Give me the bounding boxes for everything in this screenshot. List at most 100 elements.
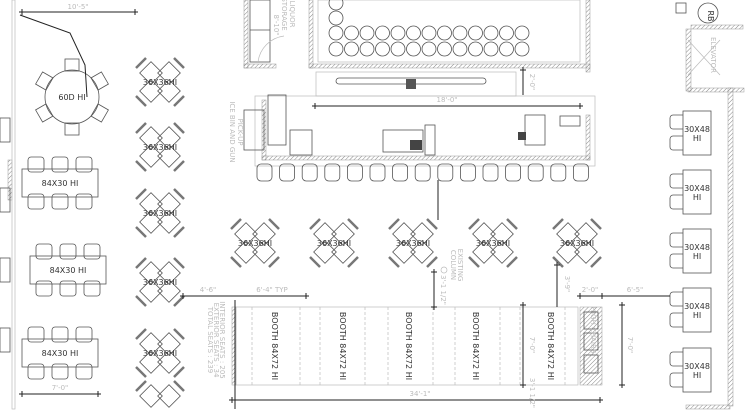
square-table: 36X36HI	[135, 328, 185, 378]
keg-circle	[514, 25, 530, 41]
table-top	[682, 169, 712, 215]
keg-circle	[437, 41, 452, 57]
bar-counter	[243, 71, 596, 167]
round-table: 60D HI	[35, 58, 109, 136]
chair	[139, 384, 163, 408]
booth-label: BOOTH 84X72 HI	[546, 312, 555, 380]
keg-circle	[328, 25, 344, 41]
bar-stool	[346, 163, 363, 182]
chair-back	[173, 366, 185, 378]
chair-back	[173, 188, 185, 200]
booth-label: BOOTH 84X72 HI	[404, 312, 413, 380]
chair-back	[468, 218, 480, 230]
bar-stool	[459, 163, 476, 182]
keg-circle	[483, 41, 499, 57]
existing-column-icon	[440, 266, 448, 274]
chair	[157, 261, 181, 285]
chair	[157, 350, 181, 374]
chair	[157, 126, 181, 150]
square-table-label: 36X36HI	[143, 349, 177, 358]
seat-count-label: INTERIOR SEATS : 205	[218, 301, 226, 379]
table-top	[29, 255, 107, 285]
high-top-label: 30X48	[684, 184, 710, 193]
cabinet	[583, 354, 599, 374]
chair-back	[173, 380, 185, 392]
chair	[51, 326, 69, 343]
chair	[35, 243, 53, 260]
chair-back	[135, 122, 147, 134]
chair	[574, 222, 598, 246]
chair	[75, 156, 93, 173]
square-table: 36X36HI	[135, 188, 185, 238]
chair	[669, 351, 683, 367]
keg-circle	[499, 41, 514, 57]
chair-back	[173, 328, 185, 340]
keg-circle	[375, 41, 390, 57]
chair-back	[173, 226, 185, 238]
long-table: 84X30 HI	[21, 326, 99, 380]
high-chairs-label: HIGH CHAIRS	[589, 307, 597, 354]
chair	[157, 332, 181, 356]
dimension-text: 8'-10"	[272, 14, 280, 35]
round-table-label: 60D HI	[58, 93, 85, 102]
existing-column-label: EXISTING	[456, 249, 464, 282]
chair	[27, 156, 45, 173]
pickup-label: PICK-UP	[236, 119, 244, 146]
chair-back	[173, 257, 185, 269]
keg-circle	[328, 0, 344, 11]
high-top-label: HI	[693, 311, 701, 320]
chair	[574, 240, 598, 264]
square-table	[135, 380, 185, 408]
seat-count-label: TOTAL SEATS : 239	[206, 306, 214, 373]
bar-stool	[392, 163, 409, 182]
square-table-label: 36X36HI	[143, 278, 177, 287]
chair-back	[506, 256, 518, 268]
keg-circle	[359, 25, 375, 41]
chair	[51, 363, 69, 380]
chair-back	[309, 256, 321, 268]
chair-back	[173, 95, 185, 107]
chair	[75, 363, 93, 380]
partial-table	[0, 257, 11, 283]
chair	[64, 58, 80, 72]
chair-back	[268, 256, 280, 268]
chair-back	[135, 188, 147, 200]
bar-stool	[505, 163, 522, 182]
table-top	[682, 110, 712, 156]
dimension-text: 2'-0"	[582, 286, 599, 294]
bar-stool	[369, 163, 386, 182]
square-table: 36X36HI	[135, 57, 185, 107]
chair-back	[135, 328, 147, 340]
table-top	[21, 168, 99, 198]
chair-back	[135, 226, 147, 238]
chair	[83, 280, 101, 297]
chair	[35, 71, 54, 91]
bar-stool	[256, 163, 273, 182]
dimension-text: 6'-4" TYP	[256, 286, 288, 294]
chair	[556, 222, 580, 246]
equipment-icon	[675, 2, 687, 14]
seat-count-label: EXTERIOR SEATS : 34	[212, 303, 220, 378]
chair	[234, 240, 258, 264]
square-table: 36X36HI	[468, 218, 518, 268]
chair-back	[173, 122, 185, 134]
chair-back	[426, 218, 438, 230]
liquor-storage-label: STORAGE	[280, 0, 288, 31]
bar-stool	[550, 163, 567, 182]
keg-circle	[375, 25, 390, 41]
dimension-text: 4'-6"	[200, 286, 217, 294]
dimension-text: 3'-1 1/2"	[439, 275, 447, 305]
square-table: 36X36HI	[309, 218, 359, 268]
bar-stools	[256, 163, 589, 182]
keg-circle	[437, 25, 452, 41]
keg-circle	[421, 41, 437, 57]
keg-circle	[390, 41, 406, 57]
square-table: 36X36HI	[230, 218, 280, 268]
high-top-label: 30X48	[684, 302, 710, 311]
